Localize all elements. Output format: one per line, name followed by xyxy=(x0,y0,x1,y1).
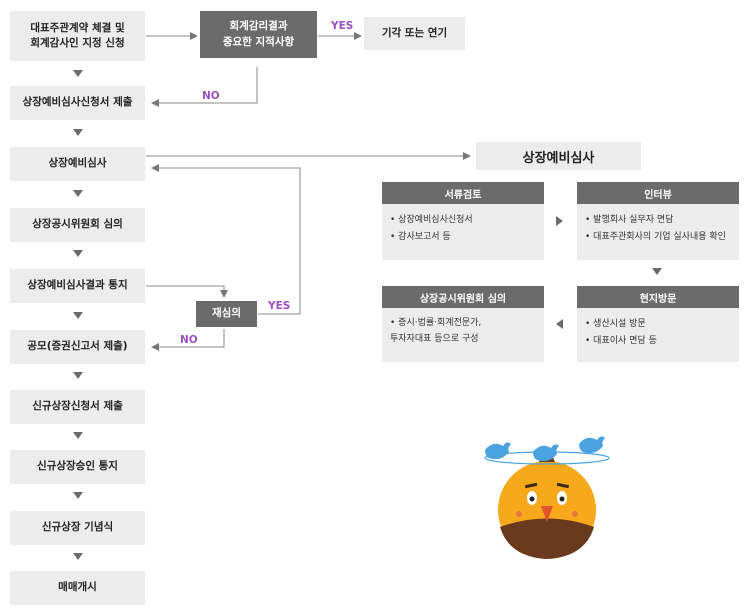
step-prelim-review-label: 상장예비심사 xyxy=(48,157,107,170)
label-no-rereview: NO xyxy=(180,334,198,346)
step-trading-start-label: 매매개시 xyxy=(58,581,97,594)
step-approval-notice: 신규상장승인 통지 xyxy=(10,450,145,484)
card-document-review-items: 상장예비심사신청서 감사보고서 등 xyxy=(390,212,538,246)
card-site-visit-items: 생산시설 방문 대표이사 면담 등 xyxy=(585,316,733,350)
step-committee-review: 상장공시위원회 심의 xyxy=(10,208,145,242)
card-item: 발행회사 실무자 면담 xyxy=(585,212,733,229)
outcome-rejected: 기각 또는 연기 xyxy=(364,17,465,50)
step-committee-review-label: 상장공시위원회 심의 xyxy=(32,218,123,231)
step-designation: 대표주관계약 체결 및 회계감사인 지정 신청 xyxy=(10,11,145,61)
step-prelim-application: 상장예비심사신청서 제출 xyxy=(10,86,145,120)
arrow-down-icon xyxy=(652,268,662,275)
down-arrow-5 xyxy=(73,312,83,319)
step-ceremony: 신규상장 기념식 xyxy=(10,511,145,545)
card-item: 증시·법률·회계전문가, 투자자대표 등으로 구성 xyxy=(390,316,538,348)
decision-rereview-label: 재심의 xyxy=(212,307,241,320)
card-interview-items: 발행회사 실무자 면담 대표주관회사의 기업 실사내용 확인 xyxy=(585,212,733,246)
step-new-listing-application: 신규상장신청서 제출 xyxy=(10,390,145,424)
card-item: 감사보고서 등 xyxy=(390,229,538,246)
step-approval-notice-label: 신규상장승인 통지 xyxy=(37,460,118,473)
down-arrow-3 xyxy=(73,190,83,197)
step-result-notice-label: 상장예비심사결과 통지 xyxy=(27,279,128,292)
step-ceremony-label: 신규상장 기념식 xyxy=(41,521,114,534)
label-no-audit: NO xyxy=(202,90,220,102)
card-document-review: 서류검토 상장예비심사신청서 감사보고서 등 xyxy=(382,182,544,260)
step-designation-label: 대표주관계약 체결 및 회계감사인 지정 신청 xyxy=(30,21,125,49)
arrow-rereview-no xyxy=(151,329,225,351)
bird-icon xyxy=(485,442,511,460)
step-result-notice: 상장예비심사결과 통지 xyxy=(10,269,145,303)
card-committee-title: 상장공시위원회 심의 xyxy=(382,286,544,308)
bird-icon xyxy=(533,444,559,462)
card-item: 생산시설 방문 xyxy=(585,316,733,333)
arrow-left-icon xyxy=(556,319,563,329)
detail-title: 상장예비심사 xyxy=(476,142,641,170)
mascot-cheek xyxy=(516,511,522,517)
step-prelim-review: 상장예비심사 xyxy=(10,147,145,181)
step-public-offering: 공모(증권신고서 제출) xyxy=(10,330,145,364)
card-committee: 상장공시위원회 심의 증시·법률·회계전문가, 투자자대표 등으로 구성 xyxy=(382,286,544,362)
card-document-review-title: 서류검토 xyxy=(382,182,544,204)
label-yes-rereview: YES xyxy=(268,300,291,312)
down-arrow-7 xyxy=(73,432,83,439)
mascot-pupil-right xyxy=(559,496,565,502)
down-arrow-9 xyxy=(73,553,83,560)
decision-audit-label: 회계감리결과 중요한 지적사항 xyxy=(222,20,295,48)
step-public-offering-label: 공모(증권신고서 제출) xyxy=(27,340,128,353)
card-interview: 인터뷰 발행회사 실무자 면담 대표주관회사의 기업 실사내용 확인 xyxy=(577,182,739,260)
detail-title-label: 상장예비심사 xyxy=(522,150,595,166)
card-item: 대표이사 면담 등 xyxy=(585,333,733,350)
arrow-right-icon xyxy=(556,216,563,226)
arrow-audit-no xyxy=(151,67,258,107)
mascot-beak xyxy=(541,506,553,522)
bird-icon xyxy=(579,436,605,454)
down-arrow-2 xyxy=(73,129,83,136)
arrow-rereview-yes xyxy=(151,164,301,315)
mascot-brow-left xyxy=(524,482,538,489)
label-yes-audit: YES xyxy=(331,20,354,32)
mascot-cheek xyxy=(572,511,578,517)
mascot-pupil-left xyxy=(529,496,535,502)
card-item: 상장예비심사신청서 xyxy=(390,212,538,229)
mascot-illustration xyxy=(484,436,610,559)
card-interview-title: 인터뷰 xyxy=(577,182,739,204)
step-new-listing-application-label: 신규상장신청서 제출 xyxy=(32,400,123,413)
down-arrow-8 xyxy=(73,492,83,499)
card-item: 대표주관회사의 기업 실사내용 확인 xyxy=(585,229,733,246)
card-site-visit: 현지방문 생산시설 방문 대표이사 면담 등 xyxy=(577,286,739,362)
card-committee-items: 증시·법률·회계전문가, 투자자대표 등으로 구성 xyxy=(390,316,538,348)
mascot-beard xyxy=(500,518,594,559)
outcome-rejected-label: 기각 또는 연기 xyxy=(381,26,448,39)
decision-rereview: 재심의 xyxy=(196,301,257,327)
decision-audit: 회계감리결과 중요한 지적사항 xyxy=(200,11,317,58)
step-trading-start: 매매개시 xyxy=(10,571,145,605)
down-arrow-4 xyxy=(73,250,83,257)
down-arrow-1 xyxy=(73,70,83,77)
card-site-visit-title: 현지방문 xyxy=(577,286,739,308)
mascot-brow-right xyxy=(556,482,570,489)
down-arrow-6 xyxy=(73,372,83,379)
step-prelim-application-label: 상장예비심사신청서 제출 xyxy=(22,96,133,109)
arrow-to-rereview xyxy=(146,285,228,298)
